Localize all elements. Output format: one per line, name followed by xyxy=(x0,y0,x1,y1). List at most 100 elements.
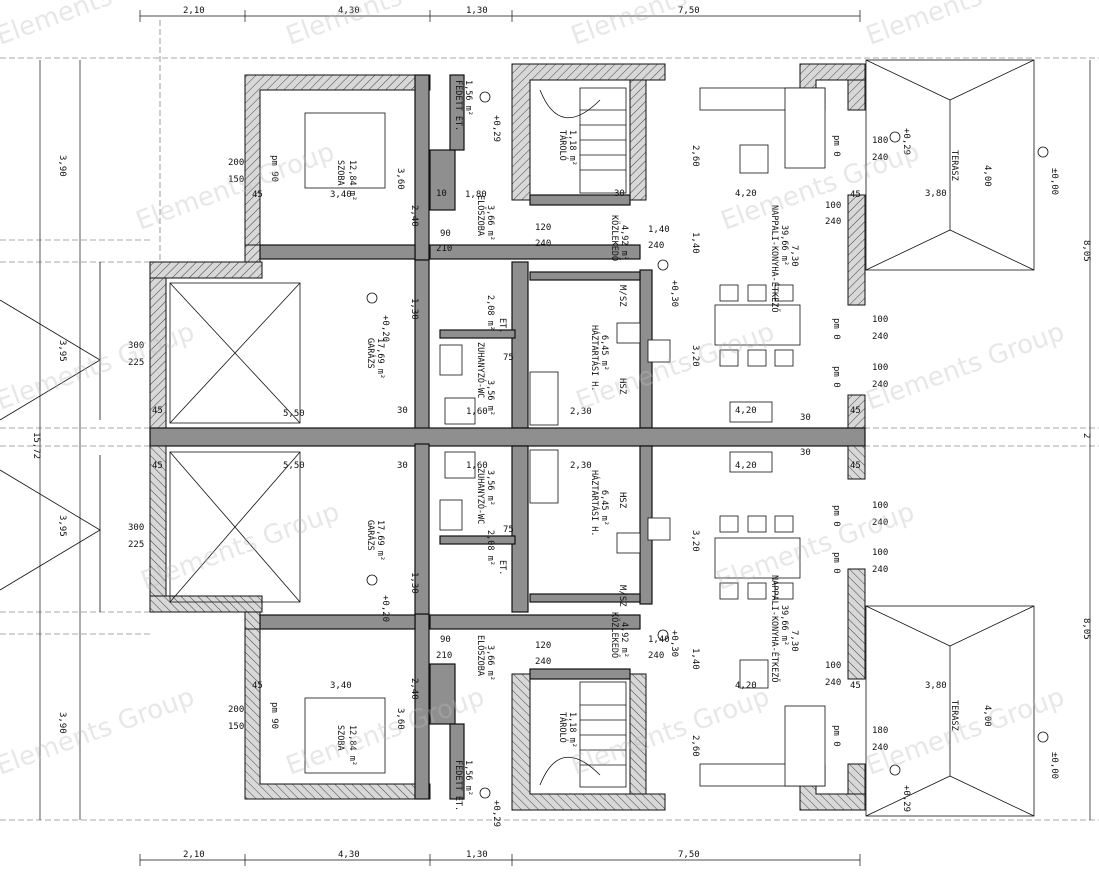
inner-door90-bottom: 90 xyxy=(440,635,451,645)
watermark-9: Elements Group xyxy=(862,317,1068,417)
inner-h240-bottom: 2,40 xyxy=(409,678,419,700)
inner-win100-bottom-2: 100 xyxy=(872,548,888,558)
inner-h140-top: 1,40 xyxy=(690,232,700,254)
furniture-top xyxy=(304,87,826,426)
inner-win225-top: 225 xyxy=(128,358,144,368)
dim-right-1: 8,05 xyxy=(1081,240,1091,262)
inner-terasz-w-bottom: 3,80 xyxy=(925,681,947,691)
inner-door120-top: 120 xyxy=(535,223,551,233)
room-name-szoba-top: SZOBA xyxy=(335,160,345,186)
level-garage-top: +0,20 xyxy=(380,315,390,342)
inner-win240-bottom-4: 240 xyxy=(825,678,841,688)
inner-door210-bottom: 210 xyxy=(436,651,452,661)
inner-wall45-top-3: 45 xyxy=(850,190,861,200)
inner-pm0-bottom-2: pm 0 xyxy=(831,505,841,527)
dim-right-3: 8,05 xyxy=(1081,618,1091,640)
inner-msz-top: M/SZ xyxy=(617,285,627,307)
inner-pm0-top-2: pm 0 xyxy=(831,318,841,340)
room-area-szoba-top: 12,84 m² xyxy=(347,160,357,201)
level-hall-bottom: +0,30 xyxy=(669,630,679,657)
inner-win300-top: 300 xyxy=(128,341,144,351)
level-garage-bottom: +0,20 xyxy=(380,595,390,622)
inner-win240-bottom-2: 240 xyxy=(872,518,888,528)
furniture-bottom xyxy=(304,449,826,787)
room-name-fedett-top: FEDETT ÉT. xyxy=(453,80,465,131)
terrace-top xyxy=(865,59,1035,271)
room-area-garazs-bottom: 17,69 m² xyxy=(375,520,385,561)
room-area-fedett-top: 1,56 m² xyxy=(463,80,473,116)
inner-win200-bottom: 200 xyxy=(228,705,244,715)
inner-wall45-top-2: 45 xyxy=(152,406,163,416)
dim-bottom-2: 4,30 xyxy=(338,850,360,860)
inner-wall10-top: 10 xyxy=(436,189,447,199)
inner-pm0-top-1: pm 0 xyxy=(831,135,841,157)
inner-msz-bottom: M/SZ xyxy=(617,585,627,607)
room-name-kozlekedo-bottom: KÖZLEKEDŐ xyxy=(609,612,620,658)
inner-wall30-top-3: 30 xyxy=(800,413,811,423)
room-area-tarolo-bottom: 1,18 m² xyxy=(567,712,577,748)
room-name-et-top: ET. xyxy=(497,318,507,333)
dim-right-2: 2 xyxy=(1081,433,1091,438)
inner-win180-top: 180 xyxy=(872,136,888,146)
inner-terasz-h-bottom: 4,00 xyxy=(982,705,992,727)
room-area-garazs-top: 17,69 m² xyxy=(375,338,385,379)
inner-pm0-bottom-1: pm 0 xyxy=(831,725,841,747)
dim-bottom-3: 1,30 xyxy=(466,850,488,860)
dim-left-5: 3,90 xyxy=(57,712,67,734)
inner-h130-top: 1,30 xyxy=(409,298,419,320)
watermark-3: Elements Group xyxy=(567,0,773,52)
inner-pm0-bottom-3: pm 0 xyxy=(831,552,841,574)
inner-wall30-bottom-1: 30 xyxy=(397,461,408,471)
inner-hsz-top: HSZ xyxy=(617,378,627,395)
inner-door210-top: 210 xyxy=(436,244,452,254)
room-area-kozlekedo-top: 4,92 m² xyxy=(619,225,629,261)
level-terrace-top: ±0,00 xyxy=(1049,168,1059,195)
room-name-garazs-top: GARÁZS xyxy=(365,338,377,369)
room-name-kozlekedo-top: KÖZLEKEDŐ xyxy=(609,215,620,261)
room-name-zuhanyzo-bottom: ZUHANYZÓ-WC xyxy=(475,468,487,524)
watermark-10: Elements Group xyxy=(137,497,343,597)
walls-top-unit xyxy=(149,63,866,431)
inner-win240-top-4: 240 xyxy=(825,217,841,227)
dim-top-1: 2,10 xyxy=(183,6,205,16)
inner-win150-bottom: 150 xyxy=(228,722,244,732)
inner-garazs-w-top: 5,50 xyxy=(283,409,305,419)
room-name-nappali-top: NAPPALI-KONYHA-ÉTKEZŐ xyxy=(769,205,781,312)
level-hall-top: +0,30 xyxy=(669,280,679,307)
watermark-15: Elements Group xyxy=(862,682,1068,782)
inner-wall45-top-4: 45 xyxy=(850,406,861,416)
dim-bottom-4: 7,50 xyxy=(678,850,700,860)
inner-door140-bottom: 1,40 xyxy=(648,635,670,645)
inner-wall45-top-1: 45 xyxy=(252,190,263,200)
room-area-nappali-bottom: 39,66 m² xyxy=(779,605,789,646)
inner-terasz-h-top: 4,00 xyxy=(982,165,992,187)
room-name-eloszoba-top: ELŐSZOBA xyxy=(475,195,486,236)
inner-wall30-top-2: 30 xyxy=(614,189,625,199)
inner-h260-bottom: 2,60 xyxy=(690,735,700,757)
inner-win100-top-3: 100 xyxy=(825,201,841,211)
inner-win240-bottom: 240 xyxy=(872,743,888,753)
inner-terasz-w-top: 3,80 xyxy=(925,189,947,199)
dim-left-1: 3,90 xyxy=(57,155,67,177)
inner-h730-bottom: 7,30 xyxy=(789,630,799,652)
level-terrace-bottom: ±0,00 xyxy=(1049,752,1059,779)
inner-win240-bottom-3: 240 xyxy=(872,565,888,575)
level-floor-bottom: +0,29 xyxy=(901,785,911,812)
dim-left-4: 3,95 xyxy=(57,515,67,537)
room-name-zuhanyzo-top: ZUHANYZÓ-WC xyxy=(475,342,487,398)
room-name-szoba-bottom: SZOBA xyxy=(335,725,345,751)
room-name-fedett-bottom: FEDETT ÉT. xyxy=(453,760,465,811)
inner-hsz-bottom: HSZ xyxy=(617,492,627,509)
watermark-1: Elements Group xyxy=(0,0,198,52)
inner-h230-bottom: 2,30 xyxy=(570,461,592,471)
room-name-eloszoba-bottom: ELŐSZOBA xyxy=(475,635,486,676)
garage-cross-bottom xyxy=(169,451,301,603)
inner-h140-bottom: 1,40 xyxy=(690,648,700,670)
inner-h260-top: 2,60 xyxy=(690,145,700,167)
inner-h320-bottom: 3,20 xyxy=(690,530,700,552)
room-area-zuhanyzo-top: 3,56 m² xyxy=(485,380,495,416)
dim-top-3: 1,30 xyxy=(466,6,488,16)
inner-win150-top: 150 xyxy=(228,175,244,185)
garage-cross-top xyxy=(169,282,301,424)
